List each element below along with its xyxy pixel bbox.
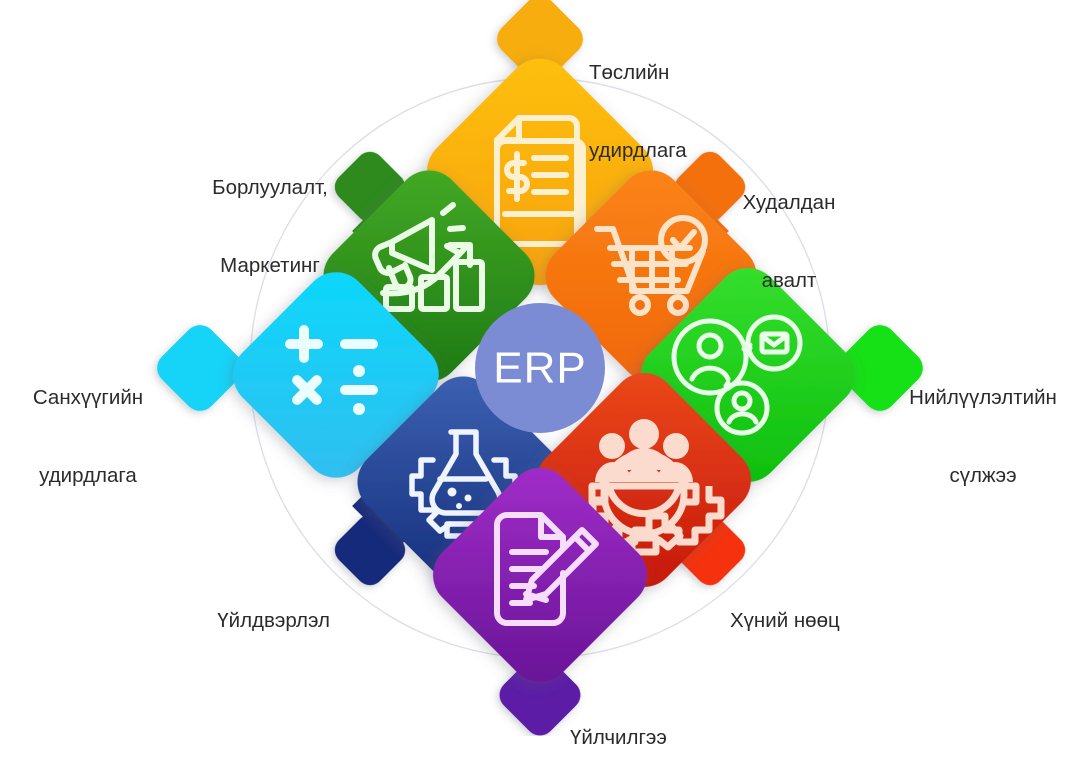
label-financial-management-line2: удирдлага: [39, 464, 137, 487]
label-financial-management-line1: Санхүүгийн: [32, 386, 144, 409]
label-human-resources: Хүний нөөц: [730, 556, 930, 660]
module-financial-management[interactable]: [220, 259, 452, 491]
label-sales-marketing-line2: Маркетинг: [220, 254, 320, 277]
label-project-management-line2: удирдлага: [589, 139, 687, 162]
document-pencil-icon: [494, 512, 599, 626]
center-circle[interactable]: [475, 303, 605, 433]
label-project-management: Төслийн удирдлага: [589, 8, 809, 190]
center-erp-node[interactable]: ERP: [475, 303, 605, 433]
label-procurement: Худалдан авалт: [709, 138, 869, 320]
label-supply-chain: Нийлүүлэлтийн сүлжээ: [890, 333, 1076, 515]
erp-diagram-canvas: ERP Төслийн удирдлага Борлуулалт, Маркет…: [8, 0, 1076, 749]
module-service[interactable]: [420, 455, 660, 695]
label-supply-chain-line1: Нийлүүлэлтийн: [909, 386, 1057, 409]
label-service-line1: Үйлчилгээ: [570, 726, 667, 749]
network-nodes-icon: [671, 314, 803, 436]
label-manufacturing-line1: Үйлдвэрлэл: [217, 609, 330, 632]
connector-manufacturing: [334, 496, 406, 586]
label-financial-management: Санхүүгийн удирдлага: [8, 333, 168, 515]
megaphone-growth-icon: [372, 202, 485, 312]
label-manufacturing: Үйлдвэрлэл: [170, 556, 330, 660]
label-procurement-line1: Худалдан: [742, 191, 836, 214]
label-supply-chain-line2: сүлжээ: [949, 464, 1017, 487]
people-gear-icon: [588, 419, 725, 556]
label-procurement-line2: авалт: [761, 269, 817, 292]
erp-diagram-svg: ERP: [157, 0, 923, 736]
label-sales-marketing: Борлуулалт, Маркетинг: [185, 123, 355, 305]
center-label: ERP: [493, 344, 586, 393]
label-sales-marketing-line1: Борлуулалт,: [212, 176, 328, 199]
math-operators-icon: [285, 325, 378, 415]
module-tile-financial-management[interactable]: [220, 259, 452, 491]
label-service: Үйлчилгээ: [570, 673, 770, 777]
label-project-management-line1: Төслийн: [589, 61, 670, 84]
label-human-resources-line1: Хүний нөөц: [730, 609, 840, 632]
shopping-cart-check-icon: [594, 215, 708, 316]
